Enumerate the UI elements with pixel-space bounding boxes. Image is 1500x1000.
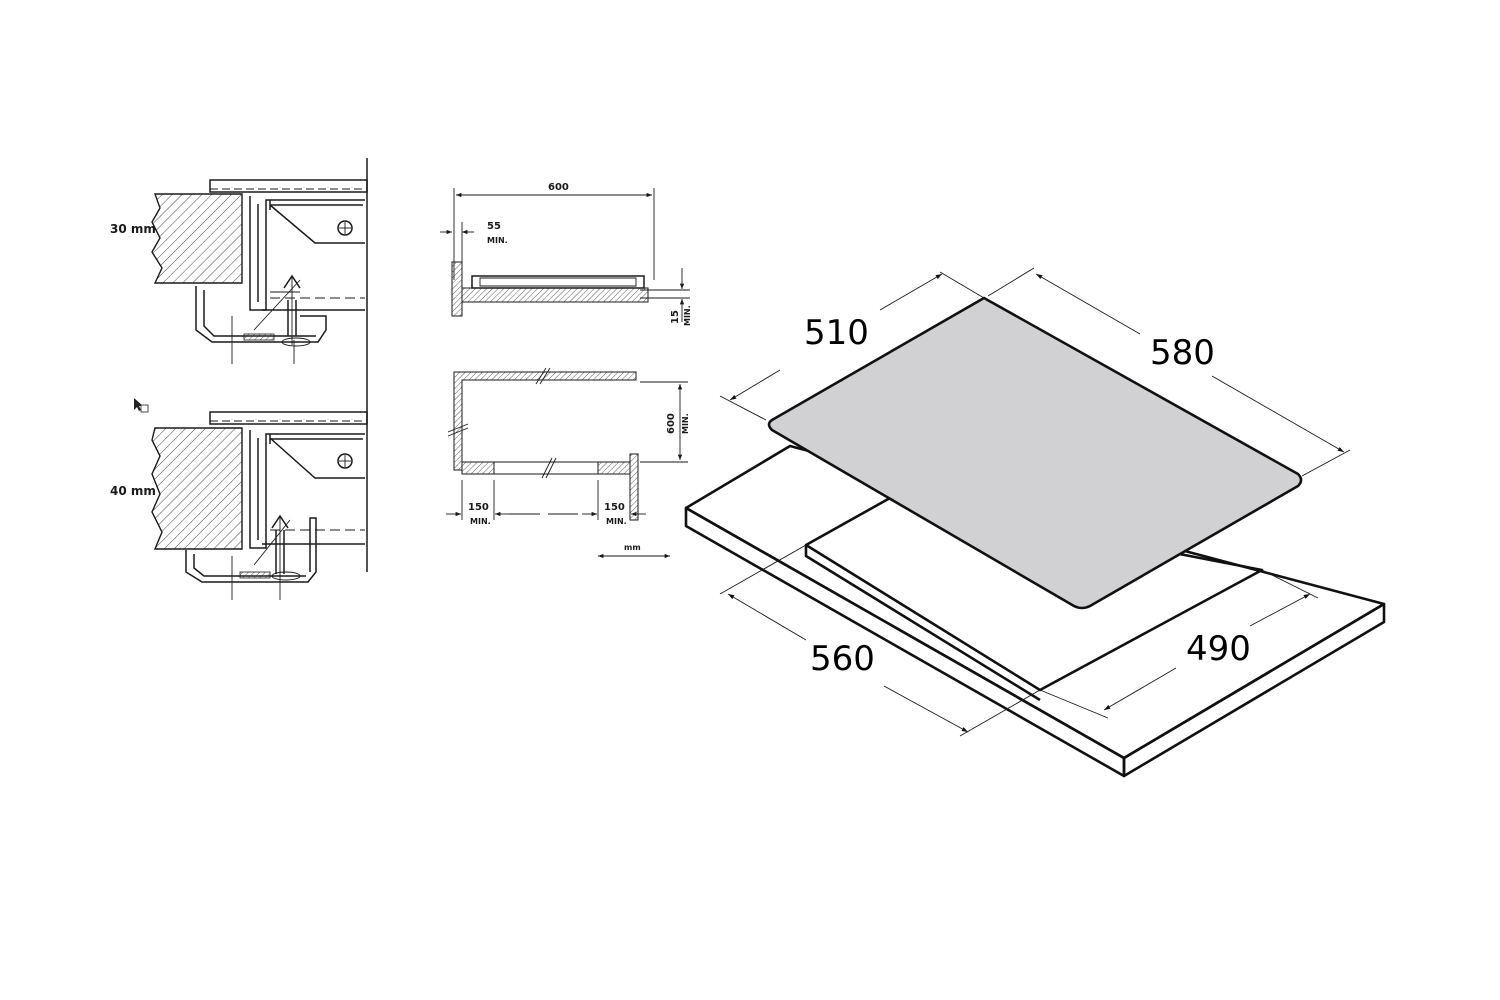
- label-600-width: 600: [548, 182, 569, 193]
- section-detail-30mm: 30 mm: [110, 158, 368, 572]
- screw-icon: [337, 220, 353, 236]
- label-150-right: 150: [604, 502, 625, 513]
- label-55: 55: [487, 221, 501, 232]
- label-15-min: MIN.: [683, 305, 692, 326]
- label-15: 15: [670, 310, 681, 324]
- thickness-label-30: 30 mm: [110, 222, 156, 236]
- label-580: 580: [1150, 333, 1215, 373]
- clearance-front-view: 600 MIN. 150 MIN. 150 MIN. mm: [446, 367, 690, 559]
- label-600-height: 600: [666, 413, 677, 434]
- label-490: 490: [1186, 629, 1251, 669]
- hob-glass-top: [209, 411, 368, 425]
- hob-glass-top: [209, 179, 368, 193]
- cursor-icon: [134, 398, 149, 413]
- worktop-slab-side: [1122, 602, 1386, 778]
- isometric-hob-diagram: 510 580 560 490: [684, 267, 1386, 778]
- label-150-left: 150: [468, 502, 489, 513]
- section-detail-40mm: 40 mm: [110, 411, 368, 600]
- label-150-right-min: MIN.: [606, 517, 627, 526]
- label-600-min: MIN.: [681, 413, 690, 434]
- worktop-section: [151, 193, 243, 284]
- label-510: 510: [804, 313, 869, 353]
- clearance-top-view: 600 55 MIN. 15 MIN.: [440, 182, 692, 326]
- thickness-label-40: 40 mm: [110, 484, 156, 498]
- worktop-section: [151, 427, 243, 550]
- unit-label: mm: [624, 543, 641, 552]
- label-150-left-min: MIN.: [470, 517, 491, 526]
- hob-glass-surface: [767, 296, 1303, 610]
- label-560: 560: [810, 639, 875, 679]
- screw-icon: [337, 453, 353, 469]
- label-55-min: MIN.: [487, 236, 508, 245]
